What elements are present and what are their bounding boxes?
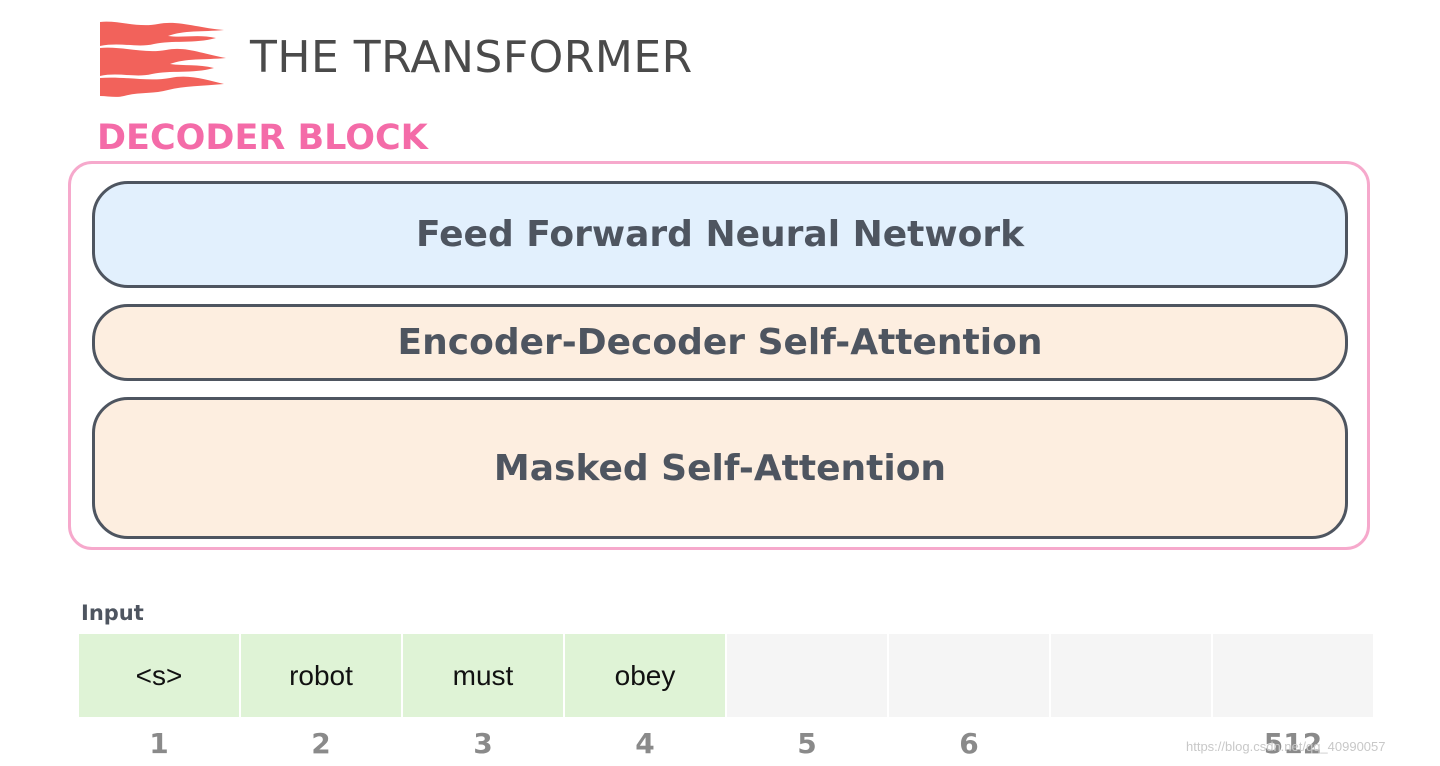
input-token-row: <s> robot must obey bbox=[79, 634, 1375, 717]
input-token: obey bbox=[565, 634, 725, 717]
decoder-block-frame bbox=[68, 161, 1370, 550]
feed-forward-layer: Feed Forward Neural Network bbox=[92, 181, 1348, 288]
input-token: <s> bbox=[79, 634, 239, 717]
input-token: robot bbox=[241, 634, 401, 717]
position-index: 6 bbox=[959, 727, 979, 760]
input-token: must bbox=[403, 634, 563, 717]
position-index: 512 bbox=[1263, 727, 1323, 760]
decoder-block-label: DECODER BLOCK bbox=[97, 118, 428, 158]
encoder-decoder-attention-layer: Encoder-Decoder Self-Attention bbox=[92, 304, 1348, 381]
flame-logo-icon bbox=[100, 21, 226, 97]
input-token-empty bbox=[1051, 634, 1211, 717]
input-token-empty bbox=[727, 634, 887, 717]
position-index: 1 bbox=[149, 727, 169, 760]
position-index: 3 bbox=[473, 727, 493, 760]
position-index: 5 bbox=[797, 727, 817, 760]
watermark-text: https://blog.csdn.net/qq_40990057 bbox=[1186, 739, 1386, 754]
input-token-empty bbox=[1213, 634, 1373, 717]
masked-self-attention-layer: Masked Self-Attention bbox=[92, 397, 1348, 539]
position-index-row: 1 2 3 4 5 6 512 bbox=[79, 727, 1375, 760]
page-title: THE TRANSFORMER bbox=[250, 32, 693, 83]
input-label: Input bbox=[81, 601, 144, 625]
input-token-empty bbox=[889, 634, 1049, 717]
position-index: 2 bbox=[311, 727, 331, 760]
position-index: 4 bbox=[635, 727, 655, 760]
